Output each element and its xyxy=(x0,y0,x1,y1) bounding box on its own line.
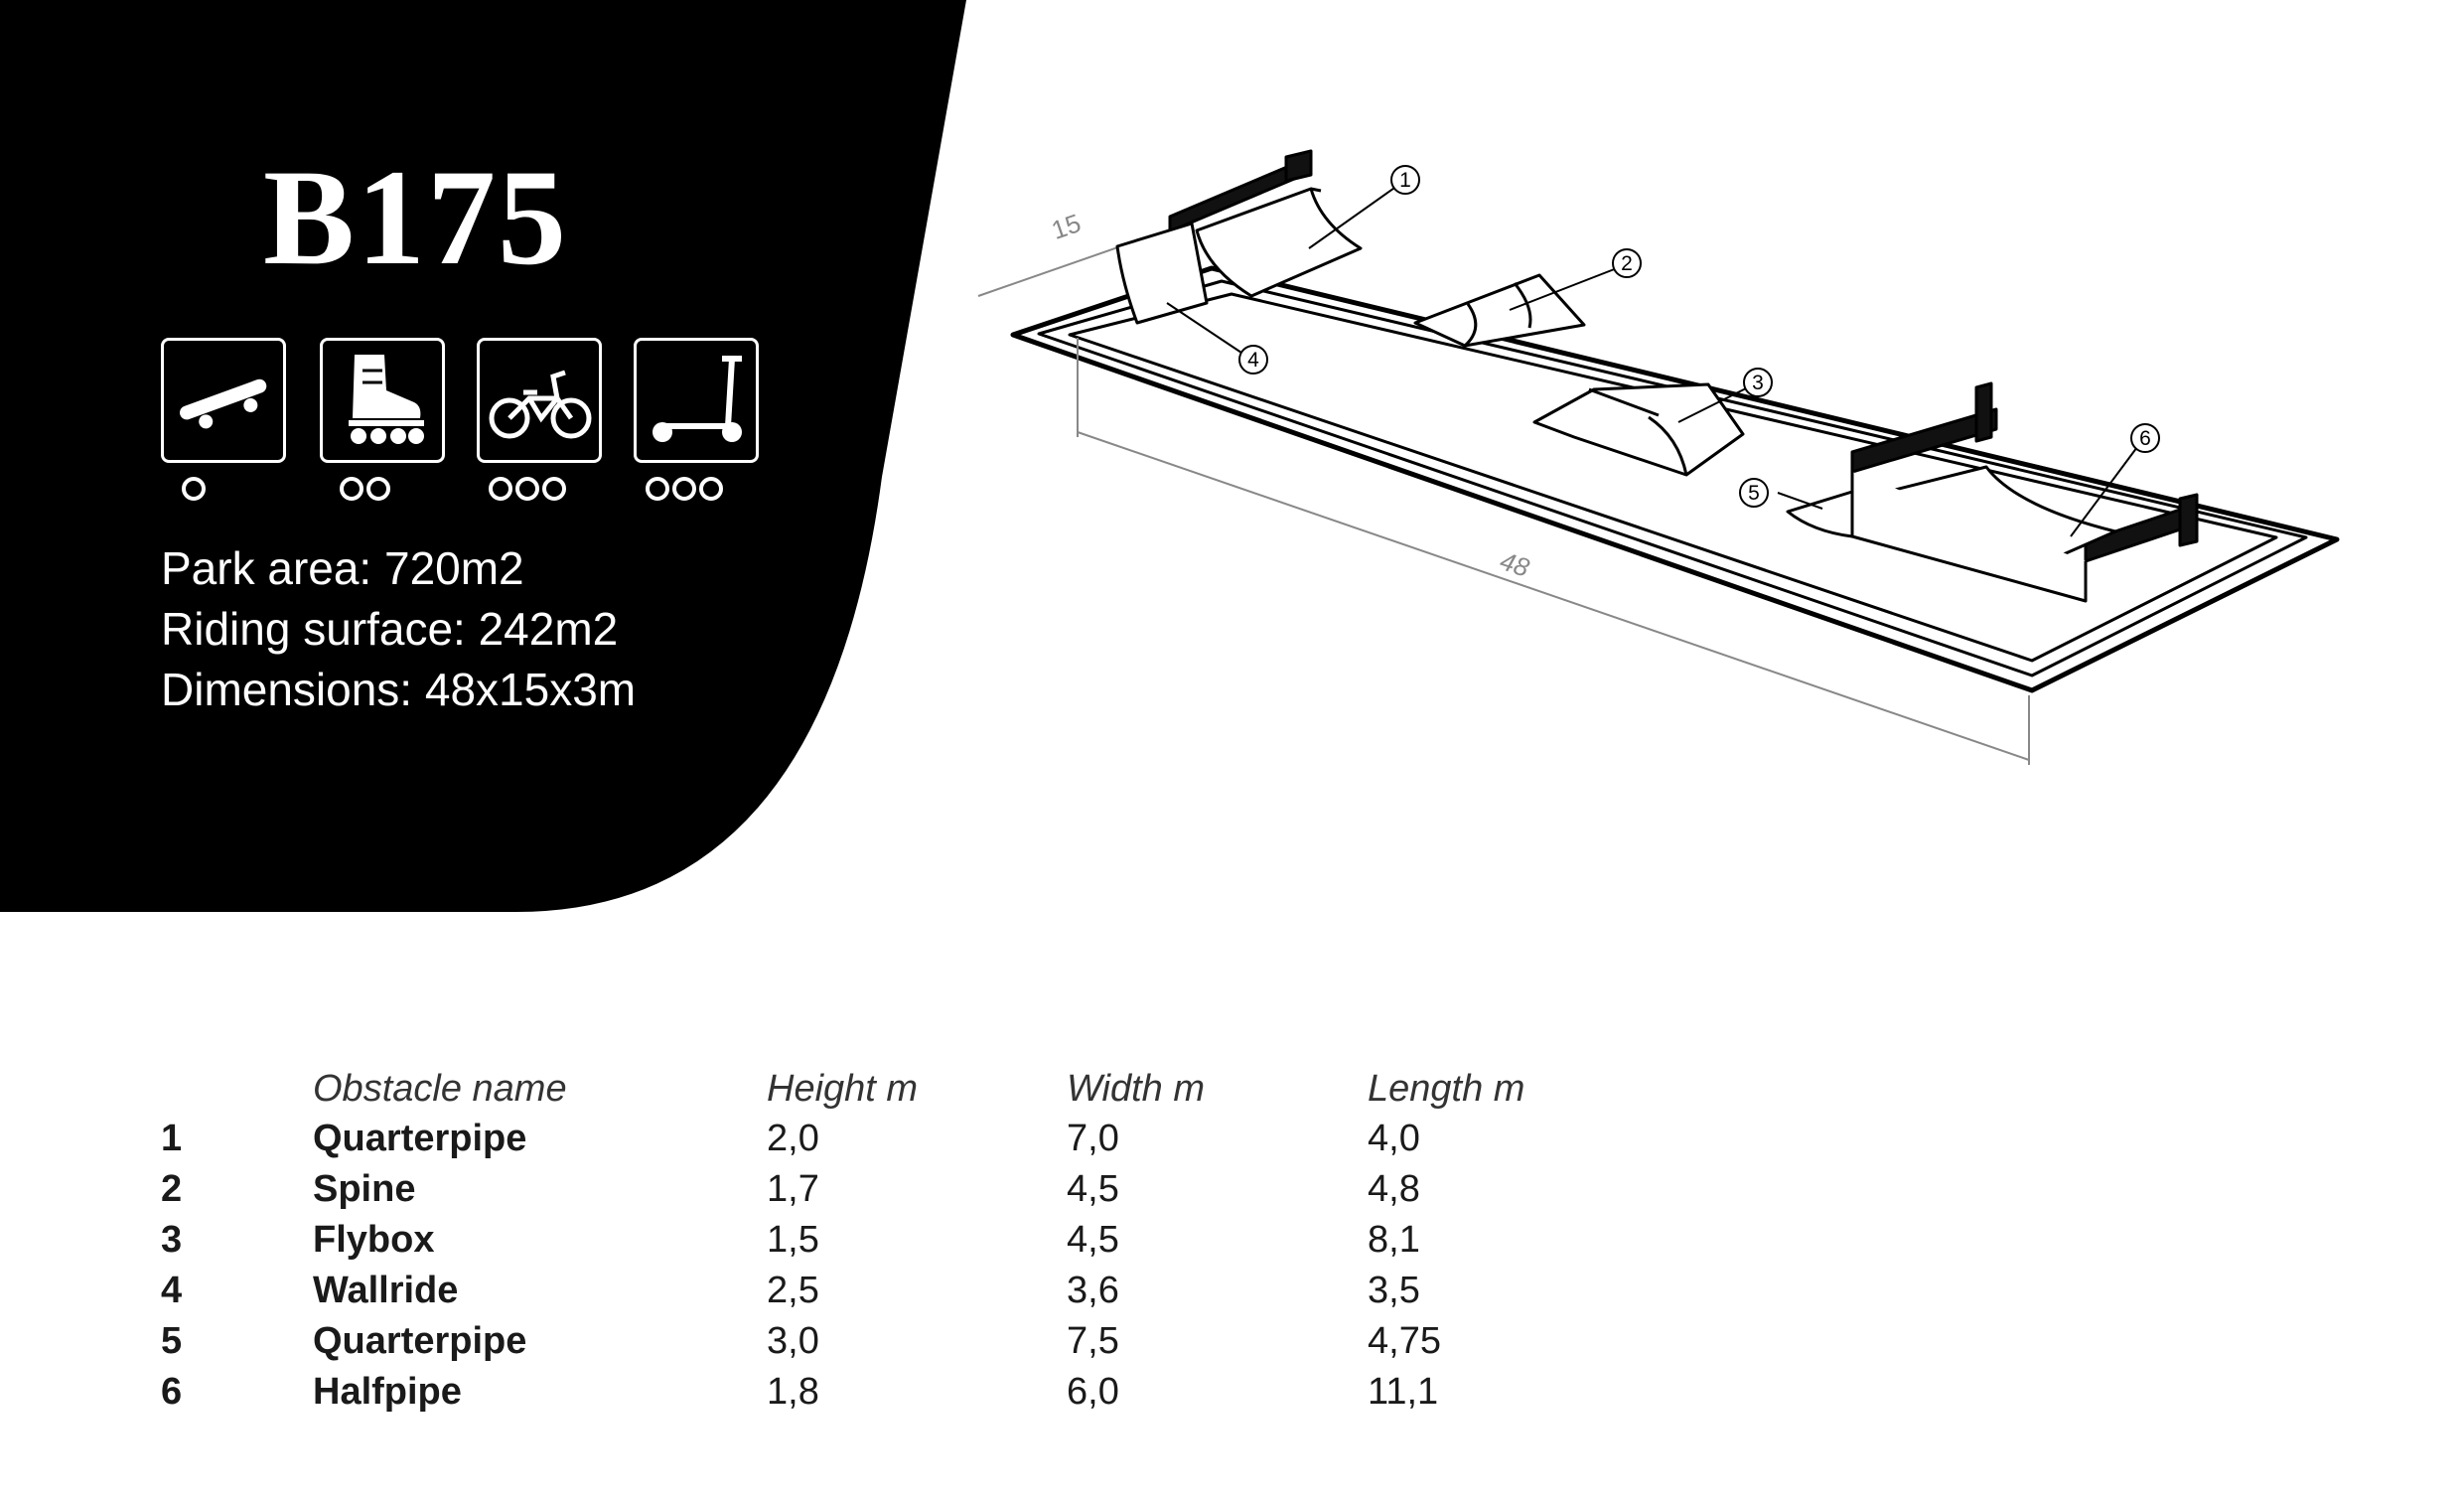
cell-length: 11,1 xyxy=(1368,1371,1439,1413)
obstacle-flybox-3 xyxy=(1532,382,1745,477)
header-width: Width m xyxy=(1067,1068,1206,1110)
slab-inner-edge xyxy=(1037,279,2308,677)
cell-name: Quarterpipe xyxy=(313,1118,527,1159)
cell-name: Spine xyxy=(313,1168,416,1210)
rating-ring xyxy=(699,477,723,501)
obstacle-quarterpipe-1 xyxy=(1115,149,1363,325)
callout-5: 5 xyxy=(1748,482,1760,505)
cell-num: 2 xyxy=(161,1168,183,1210)
callout-circles xyxy=(1238,165,2160,508)
obstacle-halfpipe-6 xyxy=(1786,381,2199,603)
riding-surface-text: Riding surface: 242m2 xyxy=(161,603,619,655)
rating-ring xyxy=(182,477,206,501)
cell-height: 3,0 xyxy=(767,1320,819,1362)
cell-height: 1,5 xyxy=(767,1219,819,1261)
rating-ring xyxy=(672,477,696,501)
cell-name: Quarterpipe xyxy=(313,1320,527,1362)
header-length: Length m xyxy=(1368,1068,1525,1110)
rating-ring xyxy=(340,477,363,501)
callout-6: 6 xyxy=(2139,427,2151,450)
scooter-icon xyxy=(652,356,742,442)
rating-ring xyxy=(515,477,539,501)
bmx-bike-icon xyxy=(489,370,592,439)
cell-height: 1,8 xyxy=(767,1371,819,1413)
cell-width: 3,6 xyxy=(1067,1270,1119,1311)
skateboard-icon xyxy=(180,378,267,429)
park-area-text: Park area: 720m2 xyxy=(161,542,524,594)
cell-num: 1 xyxy=(161,1118,183,1159)
inline-skate-icon-box xyxy=(320,338,445,463)
callout-leaders xyxy=(1166,185,2138,537)
scooter-icon-box xyxy=(634,338,759,463)
cell-width: 6,0 xyxy=(1067,1371,1119,1413)
dimension-width-label: 15 xyxy=(1048,208,1085,245)
callout-3: 3 xyxy=(1752,372,1764,394)
cell-width: 4,5 xyxy=(1067,1219,1119,1261)
rating-ring xyxy=(542,477,566,501)
park-model-title: B175 xyxy=(263,141,569,293)
bmx-bike-icon-box xyxy=(477,338,602,463)
rating-ring xyxy=(366,477,390,501)
cell-width: 7,0 xyxy=(1067,1118,1119,1159)
callout-1: 1 xyxy=(1399,169,1411,192)
rating-ring xyxy=(489,477,512,501)
cell-length: 8,1 xyxy=(1368,1219,1420,1261)
cell-num: 6 xyxy=(161,1371,183,1413)
skatepark-isometric-drawing: 15 48 xyxy=(977,149,2340,765)
inline-skate-icon xyxy=(349,355,424,444)
callout-4: 4 xyxy=(1247,349,1259,372)
header-height: Height m xyxy=(767,1068,919,1110)
cell-name: Wallride xyxy=(313,1270,459,1311)
dimensions-text: Dimensions: 48x15x3m xyxy=(161,664,637,715)
cell-width: 4,5 xyxy=(1067,1168,1119,1210)
park-stats: Park area: 720m2 Riding surface: 242m2 D… xyxy=(161,538,636,720)
obstacle-spine-2 xyxy=(1413,273,1586,348)
cell-length: 3,5 xyxy=(1368,1270,1420,1311)
cell-name: Flybox xyxy=(313,1219,435,1261)
callout-2: 2 xyxy=(1621,252,1633,275)
cell-length: 4,75 xyxy=(1368,1320,1441,1362)
cell-height: 1,7 xyxy=(767,1168,819,1210)
cell-num: 3 xyxy=(161,1219,183,1261)
cell-height: 2,0 xyxy=(767,1118,819,1159)
cell-num: 5 xyxy=(161,1320,183,1362)
header-name: Obstacle name xyxy=(313,1068,567,1110)
cell-num: 4 xyxy=(161,1270,183,1311)
rating-ring xyxy=(646,477,669,501)
cell-name: Halfpipe xyxy=(313,1371,462,1413)
cell-length: 4,8 xyxy=(1368,1168,1420,1210)
cell-length: 4,0 xyxy=(1368,1118,1420,1159)
cell-width: 7,5 xyxy=(1067,1320,1119,1362)
cell-height: 2,5 xyxy=(767,1270,819,1311)
skateboard-icon-box xyxy=(161,338,286,463)
